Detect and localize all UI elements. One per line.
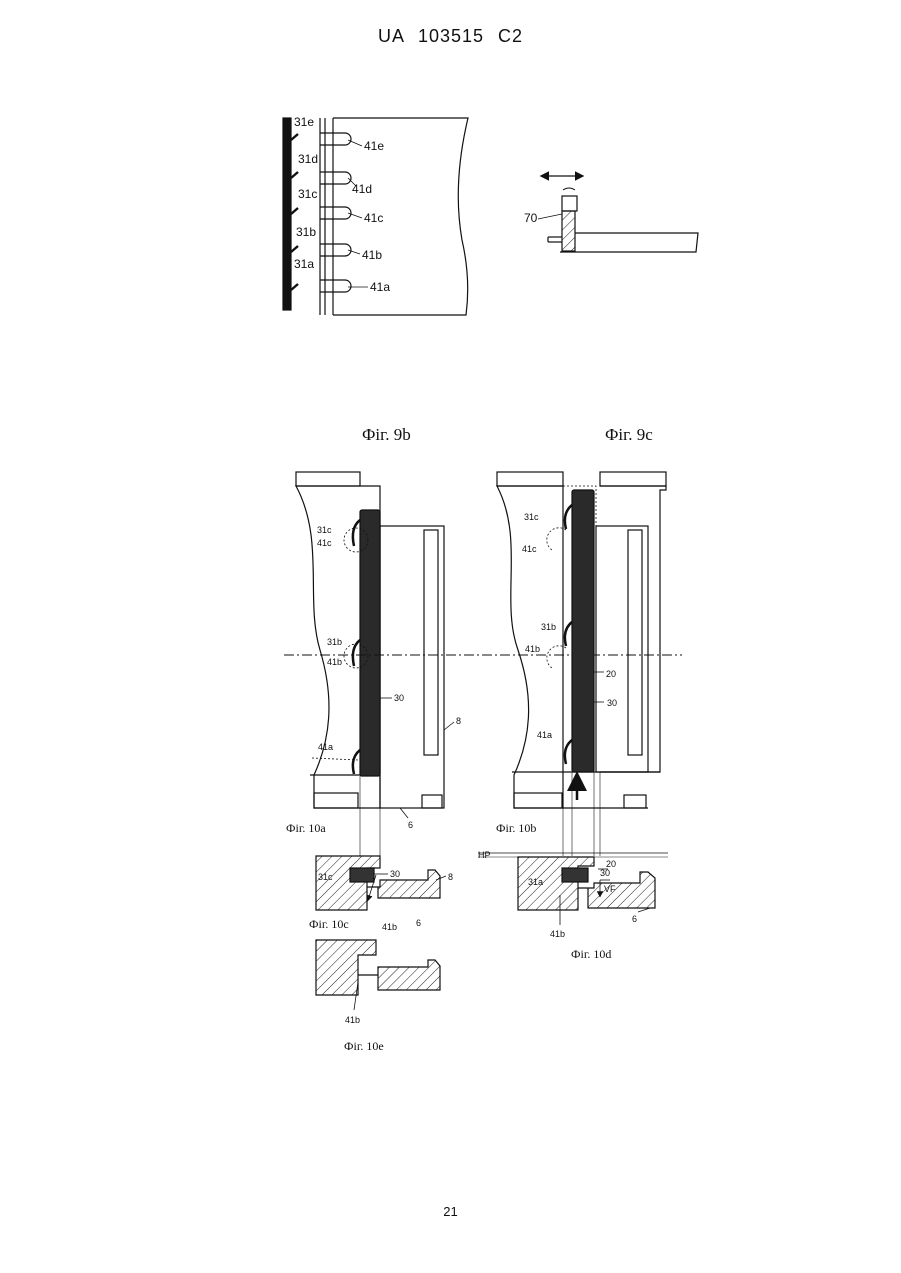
label-10b-31b: 31b <box>541 622 556 632</box>
label-31a: 31a <box>294 257 314 271</box>
label-10a-8: 8 <box>456 716 461 726</box>
label-10d-hp: HP <box>478 850 491 860</box>
label-10a-41b: 41b <box>327 657 342 667</box>
label-10d-41b: 41b <box>550 929 565 939</box>
caption-fig-10c: Фіг. 10c <box>309 917 349 931</box>
hook-bar <box>283 118 291 310</box>
label-10a-30: 30 <box>394 693 404 703</box>
caption-fig-9b: Фіг. 9b <box>362 425 411 444</box>
caption-fig-10b: Фіг. 10b <box>496 821 536 835</box>
figure-10c <box>316 856 446 910</box>
figure-10b <box>497 472 666 808</box>
figure-10d <box>478 853 668 925</box>
label-31e: 31e <box>294 115 314 129</box>
label-41a: 41a <box>370 280 390 294</box>
label-10a-6: 6 <box>408 820 413 830</box>
label-31b: 31b <box>296 225 316 239</box>
label-10d-6: 6 <box>632 914 637 924</box>
label-10d-30: 30 <box>600 868 610 878</box>
label-10d-31a: 31a <box>528 877 543 887</box>
label-10c-30: 30 <box>390 869 400 879</box>
label-10b-20: 20 <box>606 669 616 679</box>
caption-fig-10a: Фіг. 10a <box>286 821 326 835</box>
label-70: 70 <box>524 211 538 225</box>
caption-fig-10e: Фіг. 10e <box>344 1039 384 1053</box>
page-number: 21 <box>0 1204 901 1219</box>
label-10b-41b: 41b <box>525 644 540 654</box>
figure-10a <box>296 472 454 818</box>
label-41d: 41d <box>352 182 372 196</box>
label-10e-41b: 41b <box>345 1015 360 1025</box>
label-41e: 41e <box>364 139 384 153</box>
label-10c-31c: 31c <box>318 872 333 882</box>
label-31d: 31d <box>298 152 318 166</box>
label-10b-30: 30 <box>607 698 617 708</box>
label-10b-41c: 41c <box>522 544 537 554</box>
label-41c: 41c <box>364 211 383 225</box>
label-10c-6: 6 <box>416 918 421 928</box>
label-31c: 31c <box>298 187 317 201</box>
label-41b: 41b <box>362 248 382 262</box>
caption-fig-9c: Фіг. 9c <box>605 425 653 444</box>
figure-10e <box>316 940 440 1010</box>
label-10a-41c: 41c <box>317 538 332 548</box>
projection-lines <box>360 772 600 856</box>
label-10c-41b: 41b <box>382 922 397 932</box>
caption-fig-10d: Фіг. 10d <box>571 947 611 961</box>
label-10a-41a: 41a <box>318 742 333 752</box>
label-10b-31c: 31c <box>524 512 539 522</box>
label-10a-31c: 31c <box>317 525 332 535</box>
label-10d-vf: VF <box>604 884 616 894</box>
label-10a-31b: 31b <box>327 637 342 647</box>
figure-tool-70 <box>538 176 698 252</box>
label-10b-41a: 41a <box>537 730 552 740</box>
label-10c-8: 8 <box>448 872 453 882</box>
